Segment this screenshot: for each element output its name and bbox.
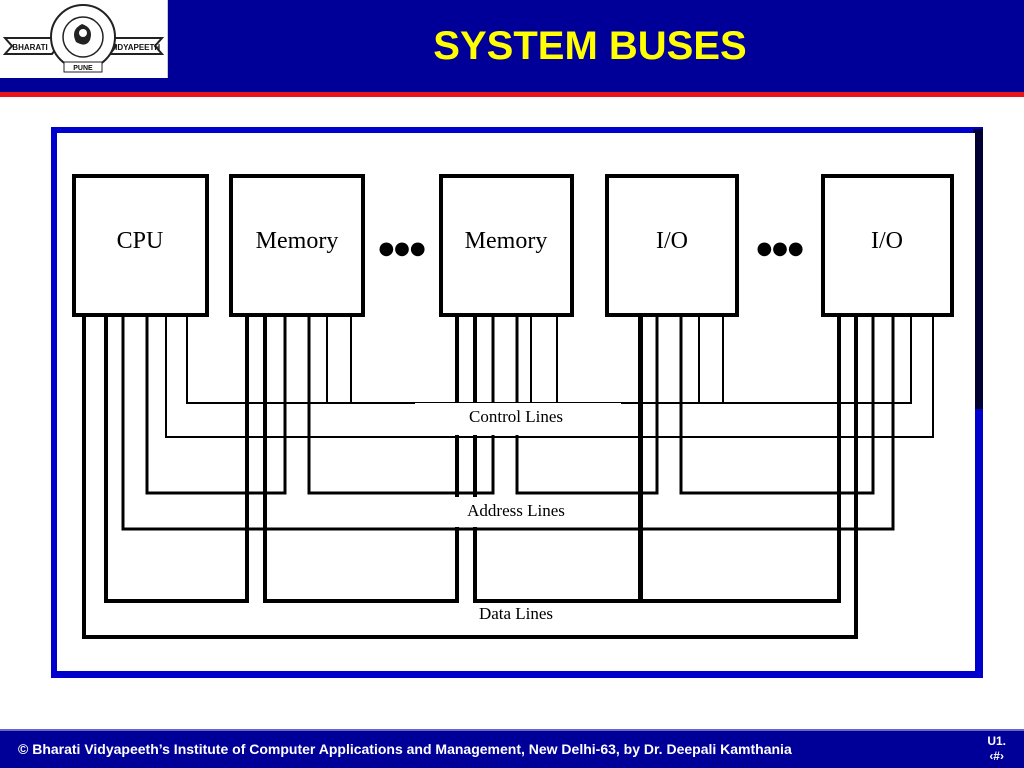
copyright-text: © Bharati Vidyapeeth’s Institute of Comp… — [18, 741, 792, 757]
address-bus-outer — [121, 315, 895, 531]
data-bus-outer — [82, 315, 858, 639]
memory-module-box-1 — [229, 174, 365, 317]
control-lines-label: Control Lines — [469, 407, 563, 426]
header-divider — [0, 92, 1024, 97]
data-bus-seg-4 — [638, 315, 841, 603]
slide-number: U1. ‹#› — [987, 734, 1006, 764]
io-module-box-1 — [605, 174, 739, 317]
footer-bar: © Bharati Vidyapeeth’s Institute of Comp… — [0, 729, 1024, 768]
logo-right-text: VIDYAPEETH — [110, 43, 161, 52]
control-bus-outer — [165, 315, 934, 438]
ellipsis-dots-2: ●●● — [756, 238, 803, 259]
address-lines-label: Address Lines — [467, 501, 565, 520]
memory-label-1: Memory — [256, 228, 339, 254]
data-bus-seg-2 — [263, 315, 459, 603]
logo-bottom-text: PUNE — [73, 65, 93, 72]
cpu-module-box — [72, 174, 209, 317]
memory-label-2: Memory — [465, 228, 548, 254]
io-label-2: I/O — [871, 228, 903, 254]
institution-logo: BHARATI VIDYAPEETH PUNE — [0, 0, 168, 78]
data-lines-label: Data Lines — [479, 604, 553, 623]
logo-left-text: BHARATI — [12, 43, 47, 52]
io-label-1: I/O — [656, 228, 688, 254]
page-title: SYSTEM BUSES — [433, 24, 747, 68]
data-bus-seg-1 — [104, 315, 249, 603]
bus-diagram-svg: CPU Memory Memory I/O I/O ●●● ●●● Contro… — [51, 127, 983, 678]
slide-number-line-1: U1. — [987, 734, 1006, 748]
system-bus-diagram: CPU Memory Memory I/O I/O ●●● ●●● Contro… — [51, 127, 983, 678]
logo-seal-icon: BHARATI VIDYAPEETH PUNE — [2, 4, 165, 73]
cpu-label: CPU — [117, 228, 164, 254]
ellipsis-dots-1: ●●● — [378, 238, 425, 259]
slide-number-line-2: ‹#› — [989, 749, 1004, 763]
header-band — [0, 0, 1024, 92]
memory-module-box-2 — [439, 174, 574, 317]
io-module-box-2 — [821, 174, 954, 317]
